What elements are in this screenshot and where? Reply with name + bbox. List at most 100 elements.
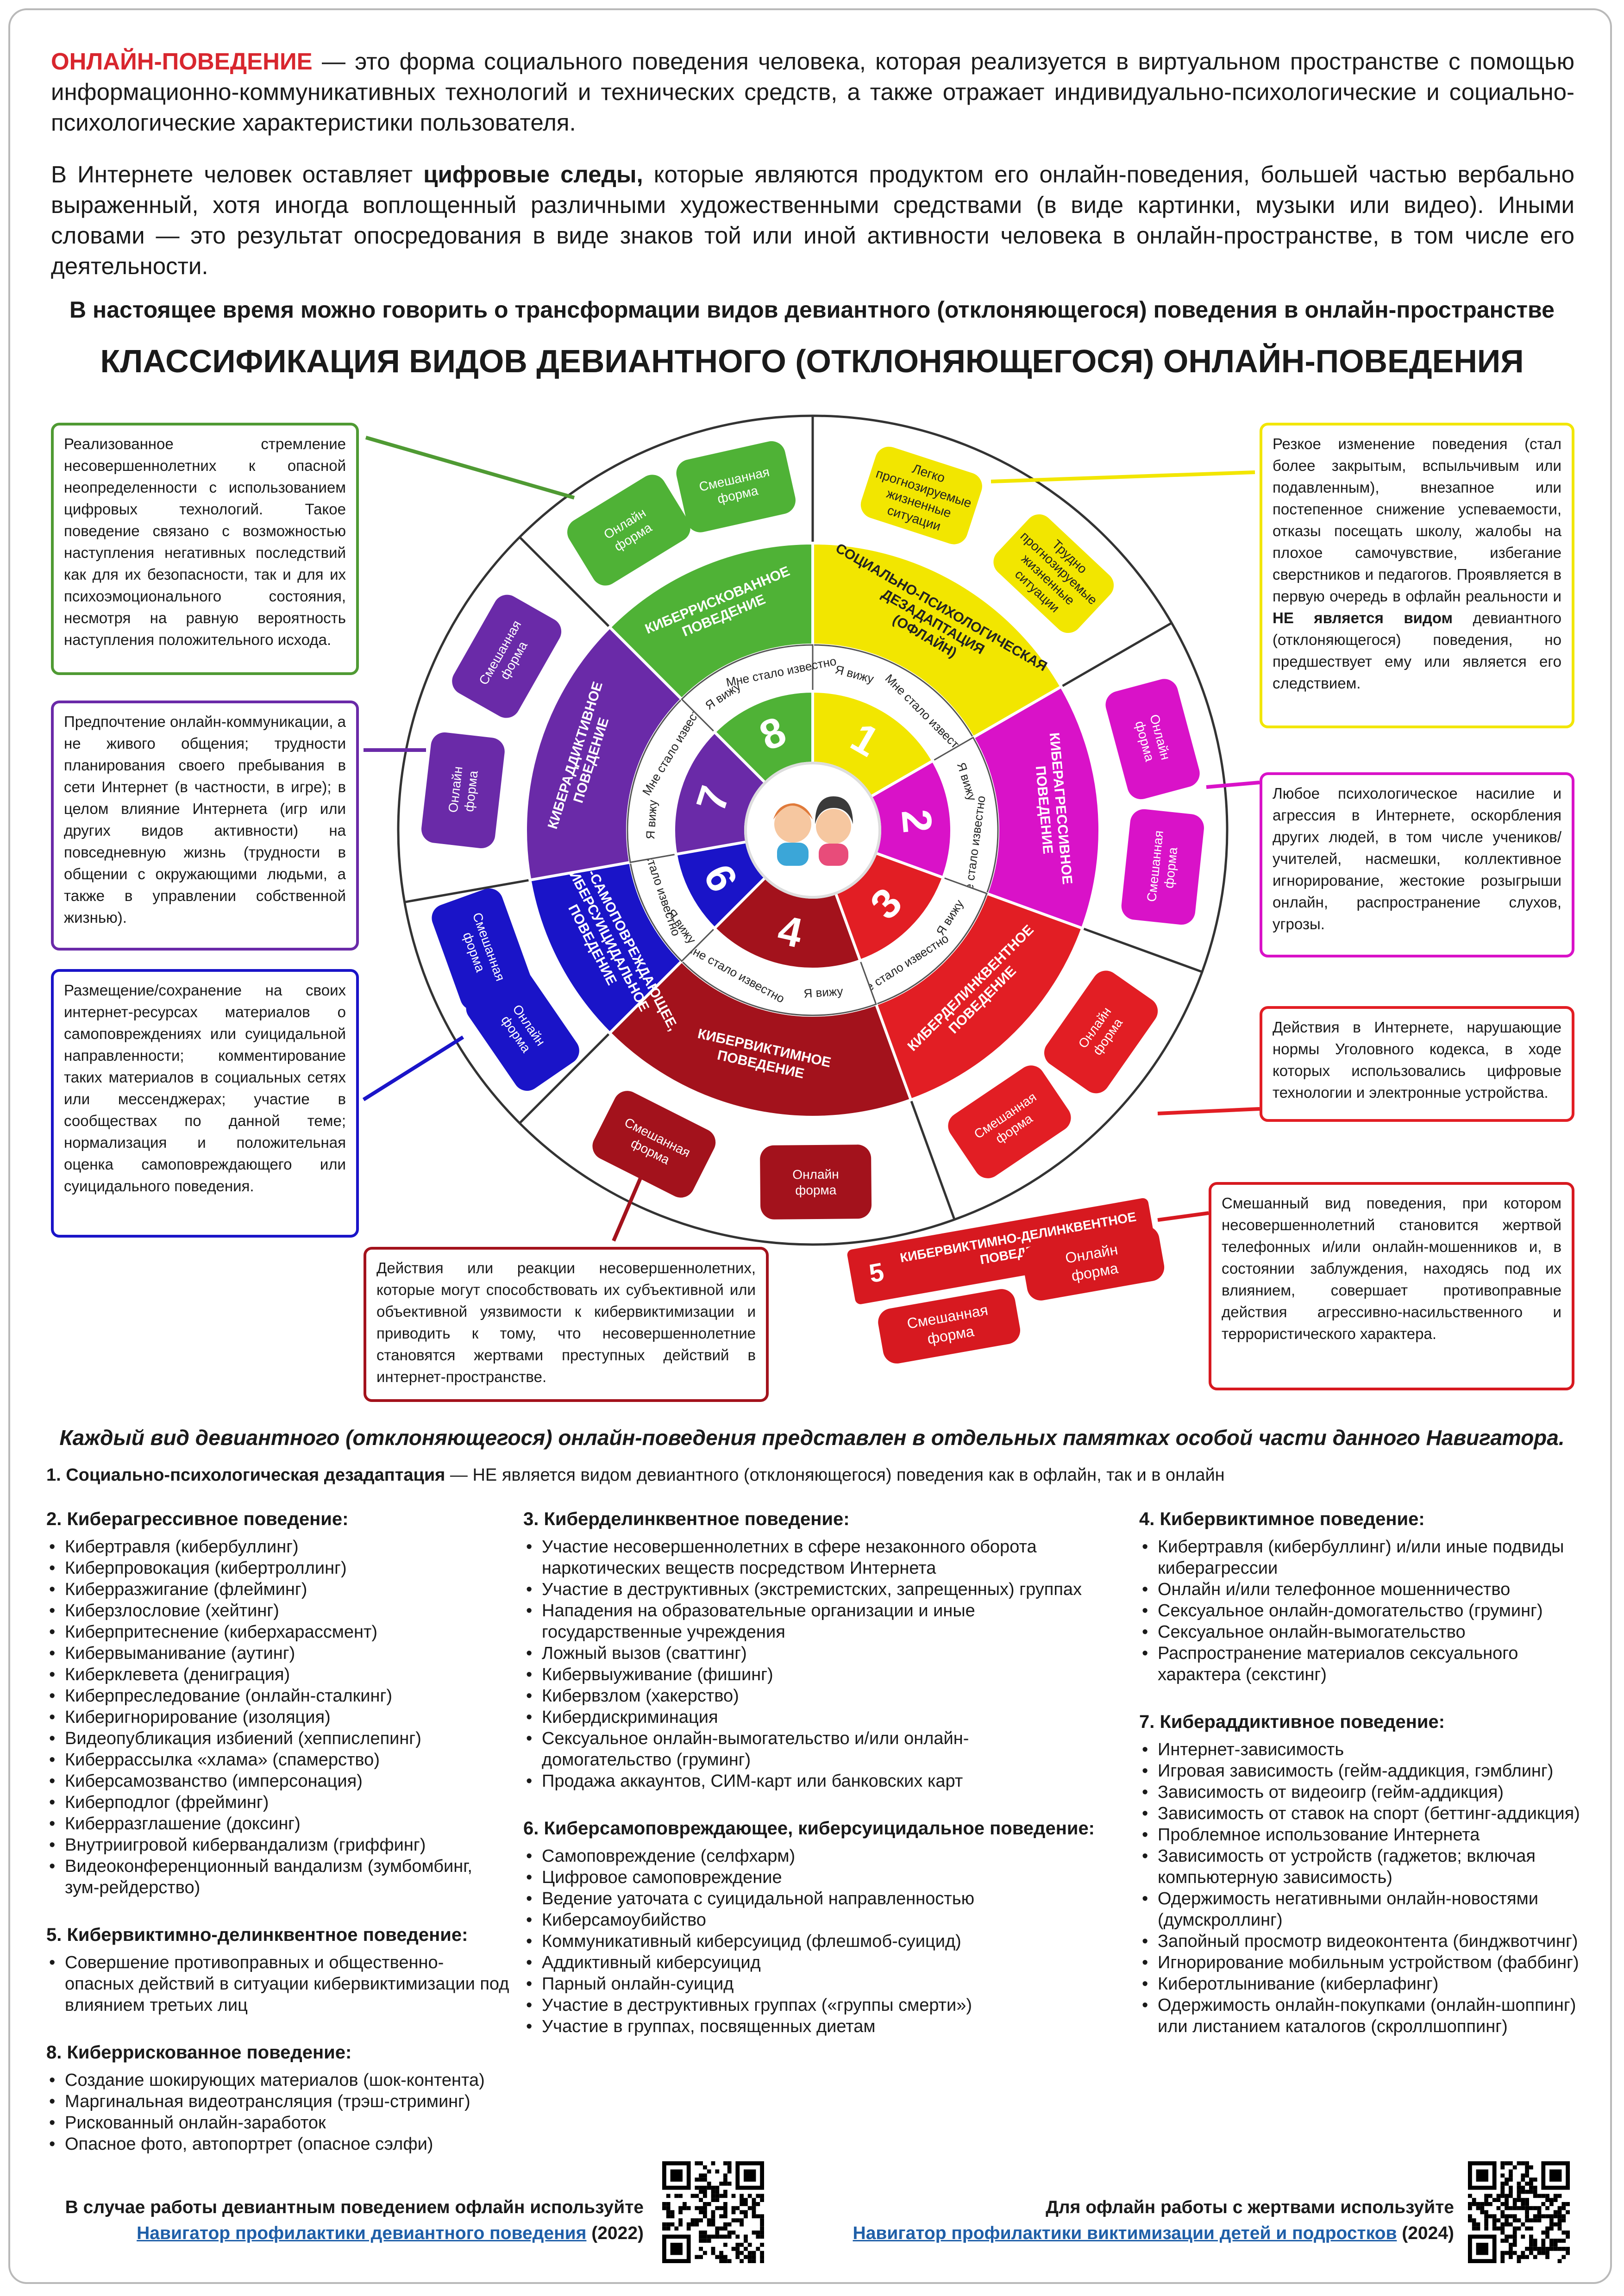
form-pill-2-1: Смешаннаяформа: [1121, 809, 1204, 925]
callout-sector-1: Резкое изменение поведения (стал более з…: [1260, 423, 1574, 728]
list-item: Сексуальное онлайн-домогательство (груми…: [1142, 1600, 1584, 1621]
footer-right-year: (2024): [1397, 2223, 1454, 2243]
list-heading: 5. Кибервиктимно-делинквентное поведение…: [46, 1925, 468, 1945]
callout-1-bold: НЕ является видом: [1273, 609, 1453, 626]
intro-term: ОНЛАЙН-ПОВЕДЕНИЕ: [51, 48, 313, 75]
callout-sector-4: Действия или реакции несовершеннолетних,…: [364, 1247, 769, 1402]
form-pill-7-1: Смешаннаяформа: [452, 594, 562, 718]
list-item: Совершение противоправных и общественно-…: [49, 1952, 509, 2016]
intro-p2-bold: цифровые следы,: [423, 161, 643, 188]
form-pill-8-1: Смешаннаяформа: [676, 441, 796, 532]
list-item-1-bold: 1. Социально-психологическая дезадаптаци…: [46, 1465, 445, 1485]
form-pill-3-0: Онлайнформа: [1044, 970, 1158, 1094]
bullet-list: Создание шокирующих материалов (шок-конт…: [46, 2070, 509, 2155]
list-item: Киберподлог (фрейминг): [49, 1792, 509, 1813]
form-pill-bg: [993, 514, 1114, 633]
sector-5-mixed-form: [878, 1289, 1021, 1364]
intro-paragraph-2: В Интернете человек оставляет цифровые с…: [51, 159, 1574, 282]
form-pill-bg: [760, 1145, 872, 1220]
bullet-list: Самоповреждение (селфхарм)Цифровое самоп…: [523, 1846, 1097, 2037]
footer-left-link[interactable]: Навигатор профилактики девиантного повед…: [137, 2223, 587, 2243]
form-pill-4-1: Смешаннаяформа: [592, 1091, 716, 1198]
inner-label-see: Я вижу: [803, 984, 844, 1001]
footer-right-text: Для офлайн работы с жертвами используйте: [1046, 2197, 1454, 2217]
list-item: Онлайн и/или телефонное мошенничество: [1142, 1579, 1584, 1600]
list-item: Ведение уаточата с суицидальной направле…: [526, 1888, 1097, 1909]
callout-connectors: [362, 436, 1260, 1242]
list-item: Киберклевета (денигрaция): [49, 1664, 509, 1685]
form-pill-bg: [948, 1065, 1071, 1178]
qr-code-left[interactable]: [662, 2161, 764, 2263]
list-heading: 7. Кибераддиктивное поведение:: [1139, 1712, 1445, 1732]
list-item: Запойный просмотр видеоконтента (бинджво…: [1142, 1931, 1584, 1952]
qr-code-right[interactable]: [1468, 2161, 1570, 2263]
list-item: Игровая зависимость (гейм-аддикция, гэмб…: [1142, 1760, 1584, 1782]
list-item: Зависимость от ставок на спорт (беттинг-…: [1142, 1803, 1584, 1824]
list-item: Одержимость негативными онлайн-новостями…: [1142, 1888, 1584, 1931]
list-item: Киберрассылка «хлама» (спамерство): [49, 1749, 509, 1770]
list-item: Видеоконференционный вандализм (зумбомби…: [49, 1856, 509, 1898]
list-item: Киберпровокация (кибертроллинг): [49, 1558, 509, 1579]
sector-5-online-form: [1022, 1226, 1165, 1301]
list-item: Игнорирование мобильным устройством (фаб…: [1142, 1952, 1584, 1973]
sector-5-group: 5 КИБЕРВИКТИМНО-ДЕЛИНКВЕНТНОЕПОВЕДЕНИЕ С…: [847, 1198, 1165, 1364]
form-pill-bg: [567, 475, 690, 586]
list-item: Кибердискриминация: [526, 1707, 1097, 1728]
list-item: Кибервыуживание (фишинг): [526, 1664, 1097, 1685]
list-item: Участие несовершеннолетних в сфере незак…: [526, 1536, 1097, 1579]
list-heading: 3. Киберделинквентное поведение:: [523, 1509, 850, 1529]
list-item: Нападения на образовательные организации…: [526, 1600, 1097, 1643]
list-item: Опасное фото, автопортрет (опасное сэлфи…: [49, 2133, 509, 2155]
list-item: Кибер­выманивание (аутинг): [49, 1643, 509, 1664]
list-item: Проблемное использование Интернета: [1142, 1824, 1584, 1846]
ring-divider: [519, 536, 611, 628]
list-item: Создание шокирующих материалов (шок-конт…: [49, 2070, 509, 2091]
list-item: Коммуникативный киберсуицид (флешмоб-суи…: [526, 1931, 1097, 1952]
list-item: Аддиктивный киберсуицид: [526, 1952, 1097, 1973]
subtitle: В настоящее время можно говорить о транс…: [69, 297, 1555, 323]
callout-sector-5: Смешанный вид поведения, при котором нес…: [1209, 1182, 1574, 1390]
sector-number-2: 2: [892, 807, 941, 835]
list-item: Кибертравля (кибербуллинг): [49, 1536, 509, 1558]
bullet-list: Кибертравля (кибербуллинг)Киберпровокаци…: [46, 1536, 509, 1898]
form-pill-bg: [452, 594, 562, 718]
form-pill-6-1: Смешаннаяформа: [432, 888, 532, 1011]
list-item: Киберзлословие (хейтинг): [49, 1600, 509, 1621]
list-item: Зависимость от видеоигр (гейм-аддикция): [1142, 1782, 1584, 1803]
callout-sector-8: Реализованное стремление несовершеннолет…: [51, 423, 359, 675]
callout-1-text-a: Резкое изменение поведения (стал более з…: [1273, 435, 1561, 605]
list-item-1-rest: — НЕ является видом девиантного (отклоня…: [445, 1465, 1225, 1485]
list-column-3: 4. Кибервиктимное поведение:Кибертравля …: [1139, 1508, 1584, 2063]
list-heading: 8. Киберрискованное поведение:: [46, 2042, 352, 2063]
ring-divider: [404, 879, 530, 903]
list-item: Внутриигровой кибервандализм (гриффинг): [49, 1834, 509, 1856]
form-pill-bg: [860, 446, 982, 544]
list-item: Распространение материалов сексуального …: [1142, 1643, 1584, 1685]
list-item: Кибер­преследование (онлайн-сталкинг): [49, 1685, 509, 1707]
intro-p2-b: которые являются продуктом его онлайн-по…: [51, 161, 1574, 279]
list-heading: 2. Кибер­агрессивное поведение:: [46, 1509, 349, 1529]
bullet-list: Совершение противоправных и общественно-…: [46, 1952, 509, 2016]
list-item: Рискованный онлайн-заработок: [49, 2112, 509, 2133]
list-item: Маргинальная видеотрансляция (трэш-стрим…: [49, 2091, 509, 2112]
list-item-1: 1. Социально-психологическая дезадаптаци…: [46, 1465, 1574, 1485]
list-item: Участие в деструктивных (экстремистских,…: [526, 1579, 1097, 1600]
list-item: Кибер­разжигание (флейминг): [49, 1579, 509, 1600]
list-item: Кибертравля (кибербуллинг) и/или иные по…: [1142, 1536, 1584, 1579]
bullet-list: Интернет-зависимостьИгровая зависимость …: [1139, 1739, 1584, 2037]
list-item: Киберразглашение (доксинг): [49, 1813, 509, 1834]
footer-right-link[interactable]: Навигатор профилактики виктимизации дете…: [853, 2223, 1397, 2243]
lists-intro: Каждый вид девиантного (отклоняющегося) …: [59, 1426, 1565, 1450]
list-item: Зависимость от устройств (гаджетов; вклю…: [1142, 1846, 1584, 1888]
callout-sector-2: Любое психологическое насилие и агрессия…: [1260, 772, 1574, 957]
form-pill-2-0: Онлайнформа: [1105, 679, 1200, 800]
list-item: Цифровое самоповреждение: [526, 1867, 1097, 1888]
list-item: Кибервзлом (хакерство): [526, 1685, 1097, 1707]
footer-right: Для офлайн работы с жертвами используйте…: [806, 2195, 1454, 2246]
list-item: Ложный вызов (сваттинг): [526, 1643, 1097, 1664]
ring-divider: [1060, 622, 1173, 688]
children-icon: [773, 796, 853, 866]
intro-paragraph-1: ОНЛАЙН-ПОВЕДЕНИЕ — это форма социального…: [51, 46, 1574, 138]
form-pill-bg: [421, 732, 505, 849]
